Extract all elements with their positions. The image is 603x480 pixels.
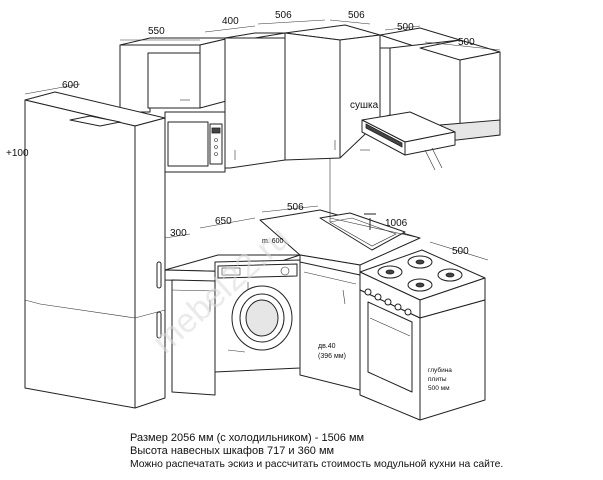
dim-fridge-plus100: +100 [6,148,29,159]
dim-base-1006: 1006 [385,218,408,229]
wall-cabinet-right-500 [360,27,461,151]
corner-wall-cabinet [284,24,381,161]
dim-base-300: 300 [170,228,187,239]
dim-base-506: 506 [287,202,304,213]
label-dishwasher-2: (396 мм) [318,353,346,360]
dim-top-550: 550 [148,26,165,37]
gas-stove [359,249,486,421]
wall-cabinet-400 [224,32,286,169]
dim-top-506b: 506 [348,10,365,21]
label-dryer: сушка [350,100,379,111]
caption-print: Можно распечатать эскиз и рассчитать сто… [130,459,504,470]
dim-base-500: 500 [452,246,469,257]
range-hood [361,111,456,171]
dim-fridge-600: 600 [62,80,79,91]
washing-machine [214,259,301,373]
dim-top-500b: 500 [458,37,475,48]
caption-size: Размер 2056 мм (с холодильником) - 1506 … [130,432,365,444]
label-stove-depth-2: плиты [428,376,447,383]
countertop-corner [259,209,421,276]
microwave [164,111,226,173]
dim-top-400: 400 [222,16,239,27]
label-dishwasher-1: дв.40 [318,343,336,350]
label-sink-note: m. 600 [262,238,284,245]
dim-top-500: 500 [397,22,414,33]
dishwasher [299,261,361,391]
wall-lines [247,158,331,290]
dim-top-506: 506 [275,10,292,21]
label-stove-depth-3: 500 мм [428,385,450,392]
dim-base-650: 650 [215,216,232,227]
dimension-lines [24,19,501,261]
base-cabinet-300 [171,279,216,396]
wall-cabinet-550 [119,37,231,113]
caption-height: Высота навесных шкафов 717 и 360 мм [130,445,335,457]
label-stove-depth-1: глубина [428,366,452,374]
refrigerator [24,91,166,409]
